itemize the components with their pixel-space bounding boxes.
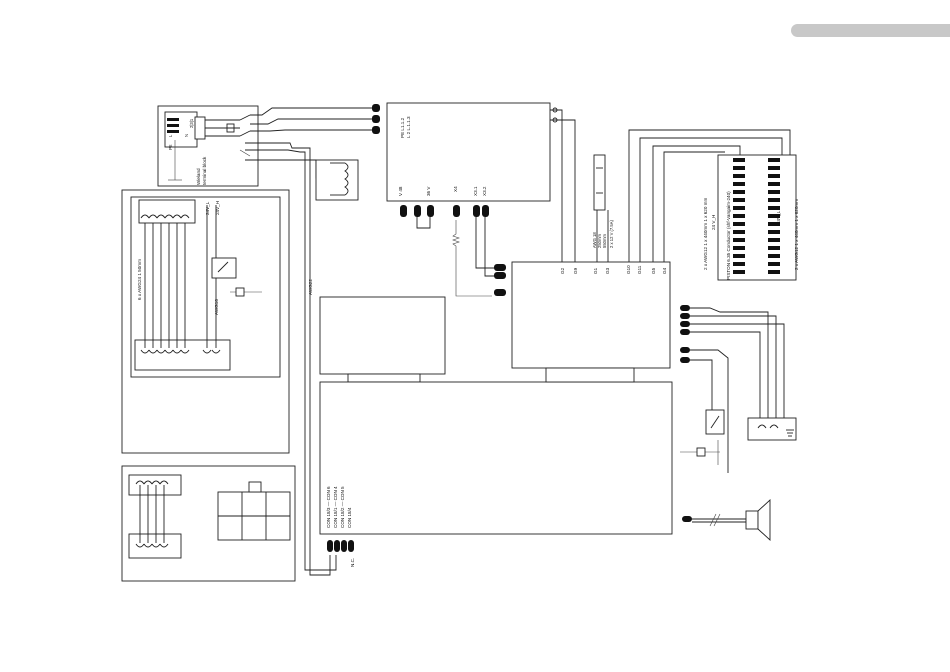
- con-line-4: CON 18/4: [347, 507, 352, 528]
- bottom-terminal: [134, 339, 231, 371]
- lower-left-top-conn: [128, 474, 182, 496]
- psu-pin-label-2: L 2 L.1.1.3: [406, 116, 411, 138]
- display-board: [319, 296, 446, 375]
- fan-awg: AWG 18: [592, 232, 597, 248]
- fan-len1: 250mm: [597, 234, 602, 248]
- fan-spec: 2 x 12 V (7.5A): [609, 219, 614, 248]
- power-supply-unit: [386, 102, 551, 202]
- left-switch: [211, 257, 237, 279]
- psu-x32-label: X3.2: [482, 186, 487, 196]
- left-24vh: 24V_H: [215, 201, 220, 215]
- lower-left-panel: [121, 465, 296, 582]
- inlet-socket: [164, 111, 198, 148]
- psu-pin-1: [372, 104, 380, 112]
- main-board: [319, 381, 673, 535]
- n-label: N: [184, 134, 189, 137]
- top-connector: [138, 199, 196, 224]
- nc-label: N.C.: [350, 558, 355, 567]
- psu-36v-label: 36 V: [426, 186, 431, 196]
- right-harness: 2 x AWG12 1 x 440mm 1 x 620 mm 24 V_H PI…: [628, 129, 799, 281]
- mains-inlet-group: PE L N 2|3|1 Wieland terminal block: [157, 105, 259, 187]
- wieland-label: Wieland: [196, 168, 201, 185]
- left-24vl: 24V_L: [205, 201, 210, 215]
- g1-label: G1: [593, 267, 598, 274]
- inlet-pin-pe: [167, 118, 179, 121]
- g2-label: G2: [560, 267, 565, 274]
- pe-label: PE: [168, 144, 173, 150]
- psu-pin-3: [372, 126, 380, 134]
- fan-capacitor: [593, 154, 606, 211]
- terminal-numbers: 2|3|1: [189, 118, 194, 128]
- psu-input-connectors: [372, 104, 380, 134]
- left-cable-label: 6 x AWG24 1 50mm: [137, 259, 142, 300]
- g4-label: G4: [662, 267, 667, 274]
- con-line-3: CON 18/2 — CON 5: [340, 486, 345, 528]
- harness-right-cable: 2 x AWG12 1 x 440mm 1 x 620mm: [794, 199, 799, 270]
- center-boards: AWG22 CON 18/3 — CON 6 CON 18/1 — CON 4 …: [308, 279, 673, 567]
- psu-output-connectors: [400, 109, 576, 297]
- psu-x4-label: X4: [453, 186, 458, 192]
- g3-label: G3: [605, 267, 610, 274]
- fan-module: AWG 18 250mm 550mm 2 x 12 V (7.5A): [592, 154, 614, 262]
- g9-label: G9: [573, 267, 578, 274]
- controller-board: [511, 261, 671, 369]
- speaker-group: [692, 498, 771, 542]
- piston-label: PISTON 6.35 Conductor (shf-Vangaim-240): [726, 191, 731, 280]
- l-label: L: [168, 134, 173, 137]
- display-board-connector: [347, 373, 421, 383]
- output-terminal-block: [747, 417, 797, 441]
- harness-left-cable: 2 x AWG12 1 x 440mm 1 x 620 mm: [703, 197, 708, 270]
- harness-24vh: 24 V_H: [711, 215, 716, 230]
- psu-pin-label: PE L1.1.2: [400, 117, 405, 138]
- g10-label: G10: [626, 265, 631, 274]
- g11-label: G11: [637, 265, 642, 274]
- lower-left-bottom-conn: [128, 533, 182, 559]
- output-terminal-group: [680, 307, 797, 473]
- main-board-header: [545, 367, 635, 383]
- harness-connector-block: [717, 154, 797, 281]
- harness-pins: [733, 158, 780, 274]
- filter-box: [315, 159, 359, 201]
- speaker-body: [745, 510, 759, 530]
- fan-len2: 550mm: [602, 234, 607, 248]
- filter-module: [315, 159, 359, 201]
- psu-48v-label: V 48: [398, 186, 403, 196]
- left-awg16: AWG16: [214, 299, 219, 315]
- psu-pin-2: [372, 115, 380, 123]
- awg22-label: AWG22: [308, 279, 313, 295]
- left-panel: 6 x AWG24 1 50mm 24V_L 24V_H AWG16: [121, 189, 290, 454]
- g5-label: G5: [651, 267, 656, 274]
- inlet-pin-l: [167, 124, 179, 127]
- terminal-block-label: terminal block: [202, 156, 207, 185]
- con-line-1: CON 18/3 — CON 6: [326, 486, 331, 528]
- speaker-cone: [757, 498, 771, 542]
- wieland-terminal-block: [194, 116, 206, 140]
- psu-group: PE L1.1.2 L 2 L.1.1.3 V 48 36 V X4 X3.1 …: [386, 102, 558, 202]
- inlet-pin-n: [167, 130, 179, 133]
- con-line-2: CON 18/1 — CON 4: [333, 486, 338, 528]
- page-tab: [791, 24, 950, 37]
- psu-x31-label: X3.1: [473, 186, 478, 196]
